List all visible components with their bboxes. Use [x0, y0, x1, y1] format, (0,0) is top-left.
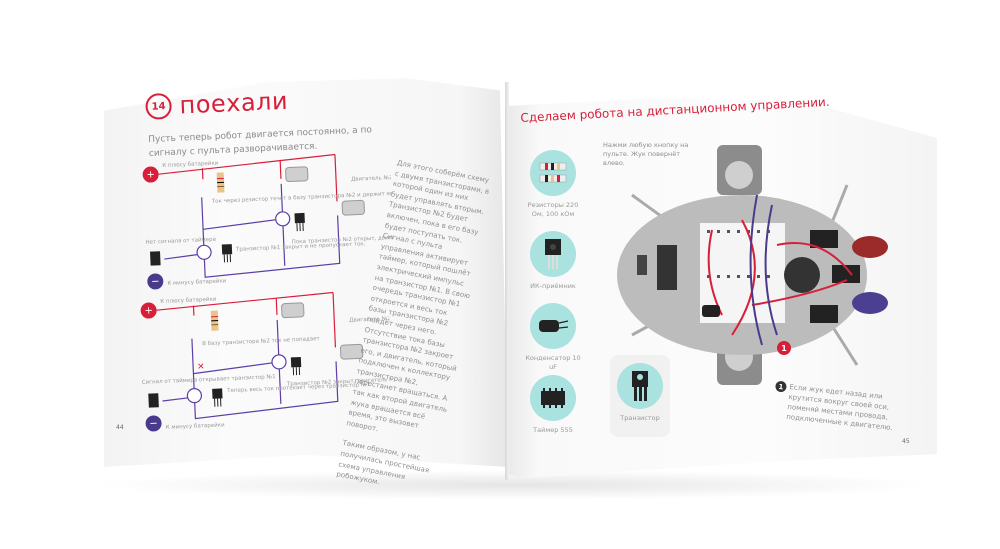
resistors-icon: [530, 150, 576, 196]
robot-bug-illustration: 1: [617, 145, 888, 385]
motor2-note: Двигатель №2 вращается постоянно: [351, 172, 395, 183]
component-label: Транзистор: [620, 414, 660, 422]
transistor1-icon: [221, 244, 233, 255]
motor1-icon: [281, 302, 305, 319]
svg-text:−: −: [151, 276, 160, 287]
ir-receiver-icon: [530, 231, 576, 277]
body-paragraph: Таким образом, у нас получилась простейш…: [335, 439, 430, 487]
negative-rail: [201, 197, 341, 278]
blocked-x-icon: ✕: [197, 362, 205, 372]
component-card-transistor: Транзистор: [610, 355, 670, 437]
power-switch: [637, 255, 647, 275]
component-label: Таймер 555: [533, 426, 573, 434]
plus-terminal: +: [142, 166, 159, 183]
minus-terminal: −: [145, 415, 162, 432]
schematic-top: + К плюсу батарейки Двигатель №2 вращает…: [142, 153, 396, 290]
timer-chip-icon: [148, 393, 159, 408]
minus-label: К минусу батарейки: [167, 277, 227, 287]
transistor2-icon: [294, 212, 305, 224]
transistor1-symbol: [196, 244, 212, 260]
timer-note: Сигнал от таймера открывает транзистор №…: [142, 373, 276, 386]
section-number-badge: 14: [145, 92, 173, 120]
callout-marker: [777, 341, 791, 355]
wire-red: [731, 219, 756, 336]
transistor1-icon: [212, 388, 223, 399]
red-led-eye-icon: [852, 236, 888, 258]
motor2-icon: [341, 199, 365, 216]
page-number-left: 44: [116, 424, 124, 431]
wire-red: [776, 242, 853, 276]
resistor-note: В базу транзистора №2 ток не попадает: [202, 336, 321, 347]
chip-icon: [810, 230, 838, 248]
transistor-icon: [617, 363, 663, 409]
transistor2-symbol: [271, 354, 287, 370]
capacitor-part-icon: [702, 305, 720, 317]
timer-chip-icon: [150, 251, 161, 266]
timer-555-icon: [530, 375, 576, 421]
page-title: поехали: [178, 86, 289, 120]
capacitor-icon: [530, 303, 576, 349]
schematic-bottom: + К плюсу батарейки Двигатель №2 вращает…: [140, 291, 394, 432]
component-card-ir-receiver: ИК-приёмник: [523, 231, 583, 291]
book-spine: [505, 82, 509, 480]
component-label: Конденсатор 10 uF: [525, 354, 581, 371]
transistor2-icon: [290, 356, 302, 368]
chip-icon: [810, 305, 838, 323]
wire-purple: [764, 204, 778, 336]
buzzer-icon: [784, 257, 820, 293]
transistor1-note: Транзистор №1 закрыт и не пропускает ток…: [235, 241, 366, 253]
svg-text:−: −: [149, 418, 158, 429]
component-card-capacitor: Конденсатор 10 uF: [523, 303, 583, 372]
wire-red: [751, 279, 848, 306]
wire-purple: [749, 194, 763, 346]
component-card-timer-555: Таймер 555: [523, 375, 583, 435]
minus-terminal: −: [147, 273, 164, 290]
plus-label: К плюсу батарейки: [160, 296, 217, 305]
motor1-icon: [285, 166, 309, 183]
plus-terminal: +: [140, 302, 157, 319]
component-label: Резисторы 220 Ом, 100 кОм: [527, 201, 579, 218]
battery-holder-icon: [657, 245, 677, 290]
timer-note: Нет сигнала от таймера: [145, 236, 216, 246]
component-label: ИК-приёмник: [530, 282, 576, 290]
motor2-icon: [339, 343, 364, 360]
transistor2-symbol: [275, 211, 291, 227]
left-page: [104, 78, 508, 467]
component-card-resistors: Резисторы 220 Ом, 100 кОм: [523, 150, 583, 219]
chip-icon: [832, 265, 860, 283]
svg-text:+: +: [144, 305, 153, 316]
svg-text:+: +: [146, 169, 155, 180]
page-number-right: 45: [902, 438, 910, 445]
svg-text:1: 1: [781, 344, 787, 353]
minus-label: К минусу батарейки: [166, 421, 226, 431]
positive-rail: [158, 153, 336, 175]
resistor-note: Ток через резистор течёт в базу транзист…: [211, 189, 396, 204]
transistor1-symbol: [186, 388, 202, 404]
hint-text: Нажми любую кнопку на пульте. Жук поверн…: [603, 141, 689, 167]
blue-led-eye-icon: [852, 292, 888, 314]
plus-label: К плюсу батарейки: [162, 160, 219, 169]
motor2-note: Двигатель №2 вращается постоянно: [349, 313, 394, 324]
